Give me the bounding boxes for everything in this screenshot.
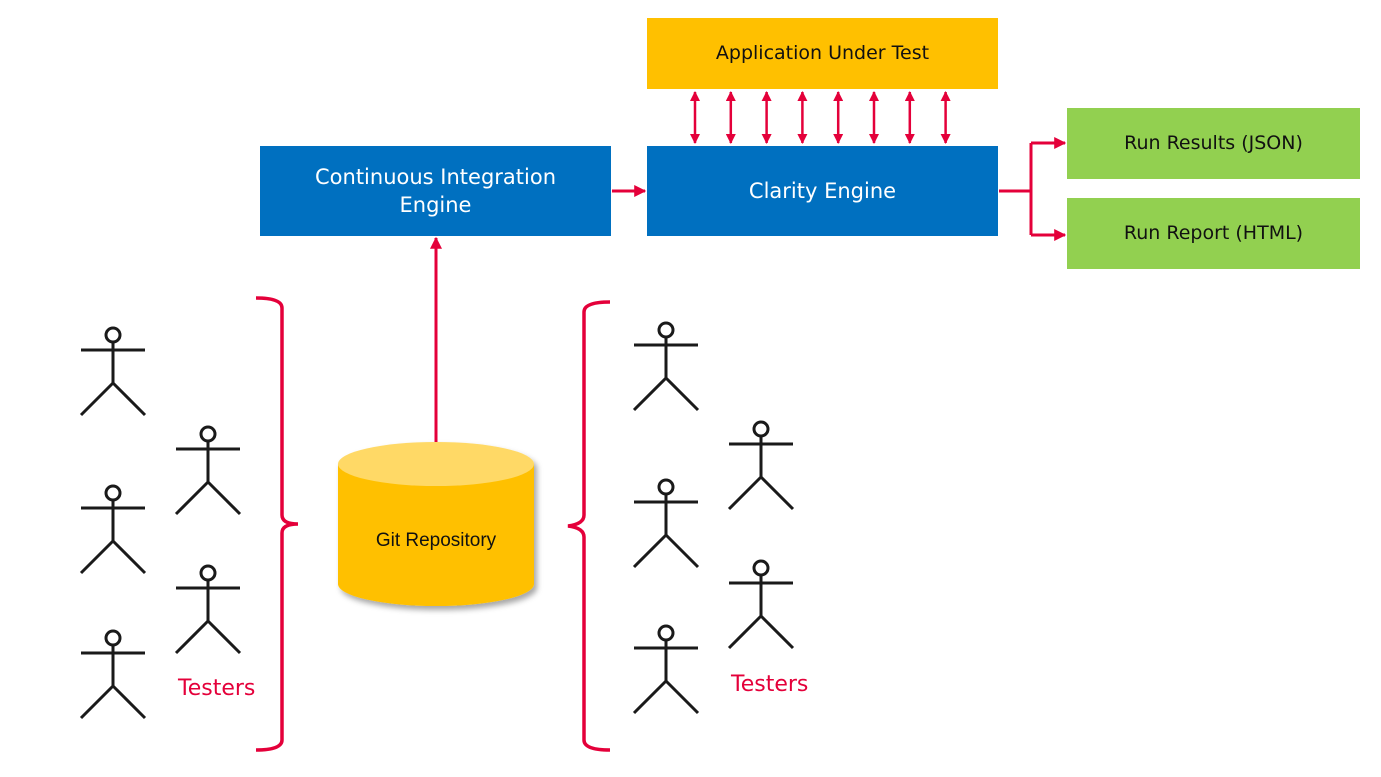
left-testers-brace (255, 296, 299, 752)
tester-figure-icon (727, 559, 795, 650)
tester-figure-icon (727, 420, 795, 511)
testers-right-label: Testers (731, 672, 809, 697)
application-under-test-label: Application Under Test (715, 41, 930, 64)
clarity-engine-label: Clarity Engine (748, 178, 897, 203)
ci-engine-label-line1: Continuous Integration (315, 164, 556, 189)
tester-figure-icon (79, 629, 147, 720)
tester-figure-icon (632, 478, 700, 569)
run-report-label: Run Report (HTML) (1123, 221, 1304, 244)
run-report-box: Run Report (HTML) (1067, 198, 1360, 269)
tester-figure-icon (632, 624, 700, 715)
bidirectional-arrows-group (690, 91, 951, 144)
testers-left-label: Testers (178, 676, 256, 701)
git-repository-label: Git Repository (375, 530, 497, 551)
tester-figure-icon (174, 564, 242, 655)
tester-figure-icon (79, 326, 147, 417)
tester-figure-icon (79, 484, 147, 575)
run-results-label: Run Results (JSON) (1124, 131, 1303, 154)
application-under-test-box: Application Under Test (647, 18, 998, 89)
output-fork-connector (999, 137, 1067, 241)
tester-figure-icon (174, 425, 242, 516)
ci-engine-label-line2: Engine (399, 193, 472, 217)
ci-engine-box: Continuous Integration Engine (260, 146, 611, 236)
tester-figure-icon (632, 321, 700, 412)
tester-figures-group (79, 321, 795, 720)
right-testers-brace (567, 300, 611, 752)
clarity-engine-box: Clarity Engine (647, 146, 998, 236)
git-repository-cylinder (338, 442, 534, 606)
run-results-box: Run Results (JSON) (1067, 108, 1360, 179)
